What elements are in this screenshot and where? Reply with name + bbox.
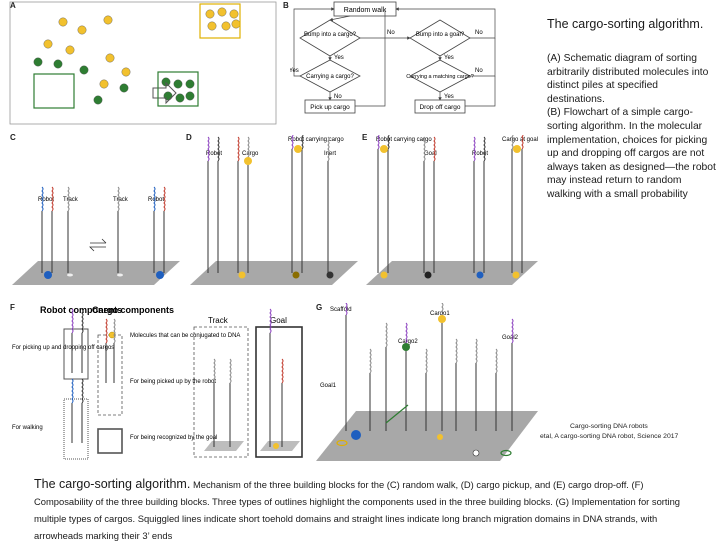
cargo1-dot xyxy=(43,39,53,49)
sorted-cargo1-dot xyxy=(207,21,217,31)
f-for-picking: For picking up and dropping off cargos xyxy=(12,345,114,351)
panel-label-a: A xyxy=(10,1,16,10)
cargo2-dot xyxy=(402,343,410,351)
d-robot-carrying-label: Robot carrying cargo xyxy=(288,137,344,143)
panel-label-f: F xyxy=(10,303,15,312)
cargo1-dot xyxy=(58,17,68,27)
caption-body: Mechanism of the three building blocks f… xyxy=(34,479,681,541)
credit: Cargo-sorting DNA robots etal, A cargo-s… xyxy=(540,422,715,442)
f-robot-components: Robot components xyxy=(40,305,122,315)
cargo2-dot xyxy=(53,59,63,69)
flow-carrying-matching: Carrying a matching cargo? xyxy=(406,74,474,80)
f-track-label: Track xyxy=(208,316,229,325)
cargo-dot xyxy=(244,157,252,165)
cargo2-dot xyxy=(79,65,89,75)
cargo1-dot xyxy=(105,53,115,63)
arrow-right-icon xyxy=(152,81,177,105)
cargo2-dot xyxy=(33,57,43,67)
flow-random-walk: Random walk xyxy=(344,7,387,14)
panel-a-sorting-schematic xyxy=(9,1,277,125)
caption-title: The cargo-sorting algorithm. xyxy=(34,477,191,491)
flow-yes-1: Yes xyxy=(334,55,344,61)
panel-label-g: G xyxy=(316,303,323,312)
flow-yes-4: Yes xyxy=(290,68,299,74)
sorted-cargo2-dot xyxy=(163,91,173,101)
panel-label-d: D xyxy=(186,133,192,142)
sorted-cargo2-dot xyxy=(173,79,183,89)
panel-c-random-walk: Robot Track Track Robot xyxy=(12,186,180,285)
flow-no-2: No xyxy=(475,30,483,36)
cargo2-dot xyxy=(119,83,129,93)
e-robot-carrying-label: Robot carrying cargo xyxy=(376,137,432,143)
f-cargo-components: Cargo components xyxy=(92,305,174,315)
c-robot-label-2: Robot xyxy=(148,197,164,203)
walker-anchor-icon xyxy=(156,271,164,279)
f-for-walking: For walking xyxy=(12,425,43,431)
d-inert-label: Inert xyxy=(324,151,336,157)
panel-f-composability: Robot components Cargo components Track … xyxy=(12,305,303,460)
panel-label-e: E xyxy=(362,133,368,142)
flow-carrying-cargo: Carrying a cargo? xyxy=(306,74,354,80)
credit-line-1: Cargo-sorting DNA robots xyxy=(570,423,648,430)
swap-arrows-icon xyxy=(89,238,107,252)
g-scaffold-label: Scaffold xyxy=(330,307,352,313)
e-goal-label: Goal xyxy=(424,151,437,157)
walker-anchor-icon xyxy=(44,271,52,279)
f-molecules-note: Molecules that can be conjugated to DNA xyxy=(130,333,240,339)
cargo1-dot xyxy=(77,25,87,35)
cargo1-dot xyxy=(103,15,113,25)
f-for-picked-up: For being picked up by the robot xyxy=(130,379,216,385)
flow-pick-up: Pick up cargo xyxy=(310,104,350,111)
sorted-cargo1-dot xyxy=(221,21,231,31)
g-cargo2-label: Cargo2 xyxy=(398,339,418,345)
sorted-cargo1-dot xyxy=(231,19,241,29)
flow-drop-off: Drop off cargo xyxy=(419,104,460,111)
flow-bump-cargo: Bump into a cargo? xyxy=(304,32,357,38)
cargo2-dot xyxy=(93,95,103,105)
flow-yes-3: Yes xyxy=(444,94,454,100)
cargo1-dot xyxy=(99,79,109,89)
cargo-molecule-icon xyxy=(108,331,116,339)
side-description: (A) Schematic diagram of sorting arbitra… xyxy=(547,53,716,200)
flow-yes-2: Yes xyxy=(444,55,454,61)
panel-b-flowchart: Random walk Bump into a cargo? Bump into… xyxy=(290,1,496,114)
panel-e-cargo-dropoff: Robot carrying cargo Goal Robot Cargo at… xyxy=(366,135,538,285)
f-goal-label: Goal xyxy=(270,316,287,325)
side-title: The cargo-sorting algorithm. xyxy=(547,17,704,31)
robot-icon xyxy=(351,430,361,440)
sorted-cargo1-dot xyxy=(217,7,227,17)
g-cargo1-label: Cargo1 xyxy=(430,311,450,317)
cargo-dot xyxy=(513,145,521,153)
cargo-dot xyxy=(294,145,302,153)
credit-line-2: etal, A cargo-sorting DNA robot, Science… xyxy=(540,433,679,440)
d-cargo-label: Cargo xyxy=(242,151,259,157)
flow-no-1: No xyxy=(387,30,395,36)
d-robot-label: Robot xyxy=(206,151,222,157)
sorted-cargo2-dot xyxy=(185,79,195,89)
sorted-cargo1-dot xyxy=(205,9,215,19)
panel-label-c: C xyxy=(10,133,16,142)
cargo1-dot xyxy=(121,67,131,77)
cargo1-dot xyxy=(438,315,446,323)
c-robot-label: Robot xyxy=(38,197,54,203)
e-robot-label: Robot xyxy=(472,151,488,157)
panel-g-multi-cargo: Scaffold Cargo1 Cargo2 Goal1 Goal2 xyxy=(316,303,538,461)
cargo1-dot xyxy=(65,45,75,55)
panel-label-b: B xyxy=(283,1,289,10)
sorted-cargo2-dot xyxy=(185,91,195,101)
flow-no-4: No xyxy=(475,68,483,74)
panel-d-cargo-pickup: Robot Cargo Robot carrying cargo Inert xyxy=(190,135,358,285)
flow-no-3: No xyxy=(334,94,342,100)
c-track-label-2: Track xyxy=(113,197,129,203)
e-cargo-at-goal-label: Cargo at goal xyxy=(502,137,538,143)
f-for-recognized: For being recognized by the goal xyxy=(130,435,217,441)
g-goal1-label: Goal1 xyxy=(320,383,337,389)
g-goal2-label: Goal2 xyxy=(502,335,519,341)
c-track-label-1: Track xyxy=(63,197,79,203)
sorted-cargo1-dot xyxy=(229,9,239,19)
sorted-cargo2-dot xyxy=(175,93,185,103)
flow-bump-goal: Bump into a goal? xyxy=(416,32,465,38)
figure-caption: The cargo-sorting algorithm. Mechanism o… xyxy=(34,476,704,544)
cargo-dot xyxy=(380,145,388,153)
